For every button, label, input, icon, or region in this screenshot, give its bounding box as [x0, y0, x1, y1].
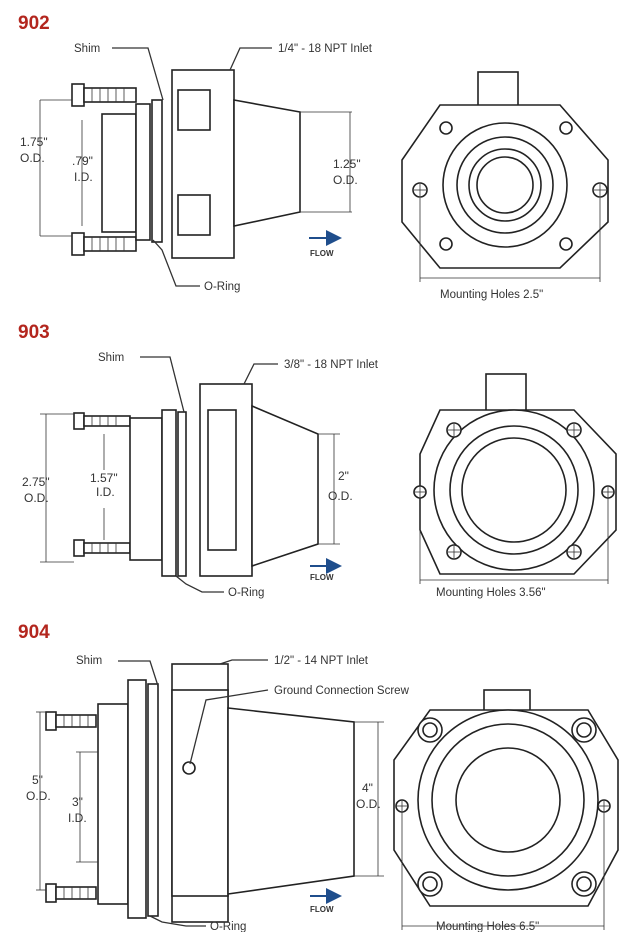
model-title-902: 902 — [18, 13, 50, 34]
inlet-flange-902 — [101, 113, 137, 233]
id-value-902: .79" — [72, 154, 93, 168]
id-label-903: I.D. — [96, 485, 115, 499]
inlet-label-904: 1/2" - 14 NPT Inlet — [274, 655, 369, 667]
shim-plate-904 — [127, 679, 147, 919]
oring-plate-904 — [147, 683, 159, 917]
model-title-904: 904 — [18, 622, 50, 643]
outlet-nozzle-904 — [227, 707, 355, 895]
id-label-904: I.D. — [68, 811, 87, 825]
id-label-902: I.D. — [74, 170, 93, 184]
outlet-label-902: O.D. — [333, 173, 358, 187]
ground-label-904: Ground Connection Screw — [274, 685, 410, 697]
od-value-902: 1.75" — [20, 135, 48, 149]
od-value-903: 2.75" — [22, 475, 50, 489]
shim-label-902: Shim — [74, 43, 100, 55]
bolt-top-903 — [73, 412, 131, 430]
od-label-904: O.D. — [26, 789, 51, 803]
shim-label-904: Shim — [76, 655, 102, 667]
od-value-904: 5" — [32, 773, 43, 787]
shim-label-903: Shim — [98, 352, 124, 364]
oring-label-902: O-Ring — [204, 281, 240, 293]
outlet-nozzle-902 — [233, 99, 301, 227]
outlet-value-902: 1.25" — [333, 157, 361, 171]
inlet-label-902: 1/4" - 18 NPT Inlet — [278, 43, 373, 55]
bolt-bottom-902 — [71, 232, 137, 256]
bolt-top-902 — [71, 83, 137, 107]
shim-plate-903 — [161, 409, 177, 577]
side-view-903 — [73, 383, 319, 577]
oring-plate-902 — [151, 99, 163, 243]
section-904: 904 Shim 1 — [18, 622, 619, 932]
mounting-label-903: Mounting Holes 3.56" — [436, 587, 546, 599]
outlet-value-903: 2" — [338, 469, 349, 483]
ground-screw-904 — [182, 761, 196, 775]
flow-label-904: FLOW — [310, 905, 334, 914]
id-value-904: 3" — [72, 795, 83, 809]
outlet-label-904: O.D. — [356, 797, 381, 811]
section-902: 902 — [18, 13, 609, 301]
bolt-bottom-903 — [73, 539, 131, 557]
mounting-label-904: Mounting Holes 6.5" — [436, 921, 539, 932]
outlet-label-903: O.D. — [328, 489, 353, 503]
oring-label-904: O-Ring — [210, 921, 246, 932]
section-903: 903 Shim 3/8" - 18 NPT — [18, 322, 617, 599]
inlet-flange-904 — [97, 703, 129, 905]
bolt-top-904 — [45, 711, 97, 731]
front-view-902 — [401, 71, 609, 269]
side-view-902 — [71, 69, 301, 259]
flow-label-902: FLOW — [310, 249, 334, 258]
inlet-label-903: 3/8" - 18 NPT Inlet — [284, 359, 379, 371]
model-title-903: 903 — [18, 322, 50, 343]
od-label-903: O.D. — [24, 491, 49, 505]
flow-label-903: FLOW — [310, 573, 334, 582]
oring-plate-903 — [177, 411, 187, 577]
inlet-flange-903 — [129, 417, 163, 561]
front-view-904 — [393, 689, 619, 907]
mounting-label-902: Mounting Holes 2.5" — [440, 289, 543, 301]
outlet-value-904: 4" — [362, 781, 373, 795]
shim-plate-902 — [135, 103, 151, 241]
outlet-nozzle-903 — [251, 404, 319, 568]
oring-label-903: O-Ring — [228, 587, 264, 599]
od-label-902: O.D. — [20, 151, 45, 165]
id-value-903: 1.57" — [90, 471, 118, 485]
side-view-904 — [45, 663, 355, 923]
bolt-bottom-904 — [45, 883, 97, 903]
front-view-903 — [413, 373, 617, 575]
